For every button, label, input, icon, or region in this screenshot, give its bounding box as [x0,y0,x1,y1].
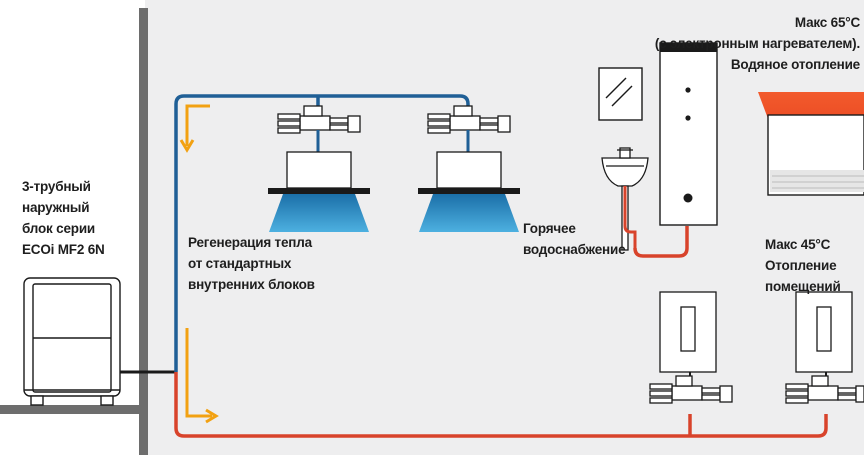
cassette-unit-2 [418,105,520,232]
outdoor-unit-label: 3-трубный наружный блок серии ECOi MF2 6… [22,176,105,260]
outdoor-unit-label-line3: блок серии [22,221,96,236]
water-heating-label-line1: Макс 65°C [794,15,860,30]
ground-line [0,405,142,414]
space-heating-label-line1: Макс 45°C [765,237,831,252]
red-pipe [174,372,828,438]
arrow-down [179,104,210,153]
heat-recovery-label: Регенерация тепла от стандартных внутрен… [188,232,315,295]
mirror [598,67,643,121]
wall [139,8,148,455]
outdoor-unit [23,277,121,406]
outdoor-unit-label-line1: 3-трубный [22,179,91,194]
hot-water-label-line1: Горячее [523,221,576,236]
water-heating-label: Макс 65°C (с электронным нагревателем). … [655,12,860,75]
hydro-module-1 [649,291,733,404]
hot-water-label: Горячее водоснабжение [523,218,626,260]
space-heating-label: Макс 45°C Отопление помещений [765,234,841,297]
water-tank [659,42,718,226]
water-heating-label-line2: (с электронным нагревателем). [654,36,860,51]
heater-unit [758,92,864,196]
space-heating-label-line3: помещений [765,279,841,294]
arrow-right [185,328,219,424]
red-pipe-water [633,226,689,258]
space-heating-label-line2: Отопление [765,258,837,273]
heat-recovery-label-line1: Регенерация тепла [188,235,312,250]
blue-pipe [174,94,470,372]
sink-supply-pipe [623,186,637,248]
hydro-module-2 [785,291,864,404]
heat-recovery-label-line3: внутренних блоков [188,277,315,292]
cassette-unit-1 [268,105,370,232]
heat-recovery-label-line2: от стандартных [188,256,292,271]
hot-water-label-line2: водоснабжение [523,242,626,257]
water-heating-label-line3: Водяное отопление [730,57,860,72]
outdoor-unit-label-line4: ECOi MF2 6N [22,242,105,257]
outdoor-unit-label-line2: наружный [22,200,90,215]
